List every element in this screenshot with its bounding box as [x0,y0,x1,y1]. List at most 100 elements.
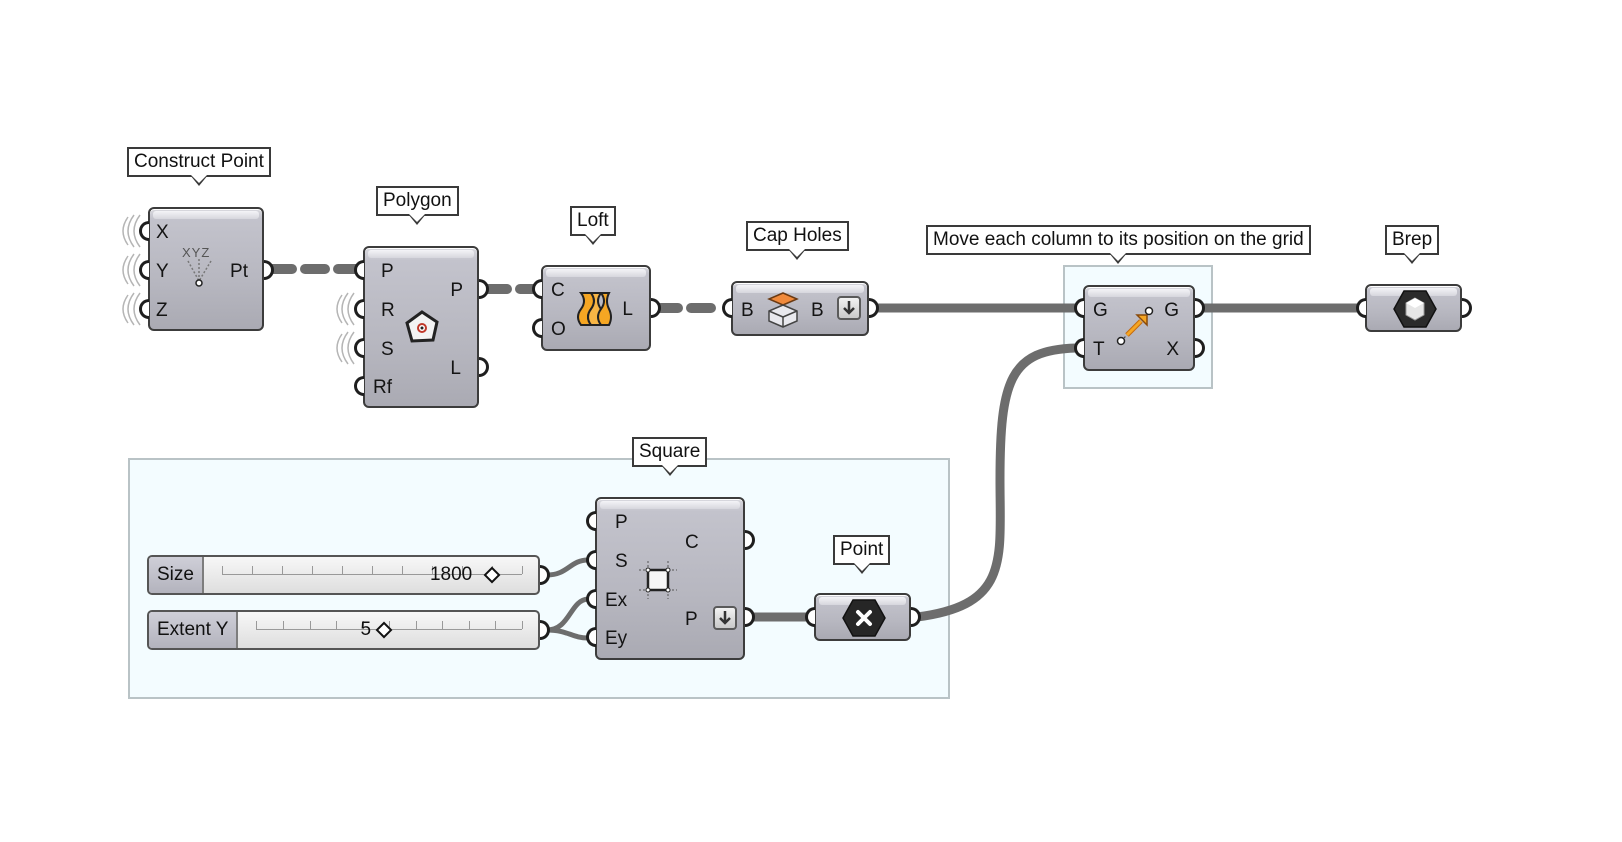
pin-s[interactable] [354,338,364,358]
input-rf[interactable]: Rf [373,377,392,398]
input-ey[interactable]: Ey [605,628,628,649]
label-construct-point: Construct Point [127,147,271,177]
pin-z[interactable] [139,299,149,319]
input-s[interactable]: S [615,551,628,572]
pin-size-out[interactable] [540,565,550,585]
flatten-arrow-icon[interactable] [837,296,861,320]
pin-l[interactable] [651,298,661,318]
pin-point-in[interactable] [805,607,815,627]
output-pt[interactable]: Pt [230,261,248,282]
pin-x[interactable] [139,221,149,241]
slider-track[interactable]: 5 [238,612,538,648]
slider-tick [362,621,364,629]
pin-c-out[interactable] [745,530,755,550]
pin-b-in[interactable] [722,298,732,318]
wave-icon [336,331,355,365]
point-x-icon [842,599,886,637]
label-cap-holes: Cap Holes [746,221,849,251]
extent-y-slider[interactable]: Extent Y 5 [147,610,540,650]
slider-track[interactable]: 1800 [204,557,538,593]
output-x[interactable]: X [1166,339,1179,360]
output-l[interactable]: L [450,358,461,379]
pin-extent-y-out[interactable] [540,620,550,640]
output-p[interactable]: P [450,280,463,301]
input-g[interactable]: G [1093,300,1108,321]
pin-ex-in[interactable] [586,589,596,609]
slider-tick [442,621,444,629]
slider-tick [336,621,338,629]
output-l[interactable]: L [622,299,633,320]
flatten-arrow-icon[interactable] [713,606,737,630]
input-b[interactable]: B [741,300,754,321]
label-polygon: Polygon [376,186,459,216]
input-o[interactable]: O [551,319,566,340]
size-slider[interactable]: Size 1800 [147,555,540,595]
pin-p-out[interactable] [745,607,755,627]
pentagon-icon [405,310,439,343]
slider-tick [522,566,523,574]
output-p[interactable]: P [685,609,698,630]
slider-name: Size [149,557,204,593]
slider-tick [415,621,417,629]
slider-tick [468,621,470,629]
pin-pt[interactable] [264,260,274,280]
cap-holes-node[interactable]: B B [731,281,869,336]
pin-g-out[interactable] [1195,298,1205,318]
input-p[interactable]: P [381,261,394,282]
slider-tick [371,566,373,574]
wave-icon [336,292,355,326]
pin-y[interactable] [139,260,149,280]
point-param-node[interactable] [814,593,911,641]
pin-c[interactable] [532,279,542,299]
label-square: Square [632,437,708,467]
input-t[interactable]: T [1093,339,1105,360]
input-x[interactable]: X [156,222,169,243]
pin-g-in[interactable] [1074,298,1084,318]
pin-brep-in[interactable] [1356,298,1366,318]
pin-r[interactable] [354,299,364,319]
output-b[interactable]: B [811,300,824,321]
pin-o[interactable] [532,318,542,338]
square-icon [639,561,677,599]
pin-brep-out[interactable] [1462,298,1472,318]
brep-param-node[interactable] [1365,284,1462,332]
input-y[interactable]: Y [156,261,169,282]
loft-node[interactable]: C O L [541,265,651,351]
cap-holes-icon [767,292,799,328]
output-g[interactable]: G [1164,300,1179,321]
pin-ey-in[interactable] [586,627,596,647]
pin-l-out[interactable] [479,357,489,377]
input-ex[interactable]: Ex [605,590,628,611]
slider-tick [495,621,497,629]
slider-tick [522,621,523,629]
output-c[interactable]: C [685,532,699,553]
pin-s-in[interactable] [586,550,596,570]
wave-icon [122,292,141,326]
brep-hexagon-icon [1393,290,1437,328]
loft-icon [577,292,612,326]
slider-tick [431,566,433,574]
polygon-node[interactable]: P R S Rf P L [363,246,479,408]
move-node[interactable]: G T G X [1083,285,1195,371]
pin-b-out[interactable] [869,298,879,318]
label-loft: Loft [570,206,616,236]
pin-p-in[interactable] [586,511,596,531]
pin-point-out[interactable] [911,607,921,627]
construct-point-node[interactable]: X Y Z Pt XYZ [148,207,264,331]
slider-tick [283,621,285,629]
pin-p-out[interactable] [479,279,489,299]
slider-tick [256,621,258,629]
input-z[interactable]: Z [156,300,168,321]
pin-rf[interactable] [354,376,364,396]
pin-t-in[interactable] [1074,338,1084,358]
pin-x-out[interactable] [1195,338,1205,358]
slider-tick [389,621,391,629]
pin-p[interactable] [354,260,364,280]
square-node[interactable]: P S Ex Ey C P [595,497,745,660]
input-s[interactable]: S [381,339,394,360]
input-c[interactable]: C [551,280,565,301]
input-p[interactable]: P [615,512,628,533]
input-r[interactable]: R [381,300,395,321]
slider-tick [461,566,463,574]
